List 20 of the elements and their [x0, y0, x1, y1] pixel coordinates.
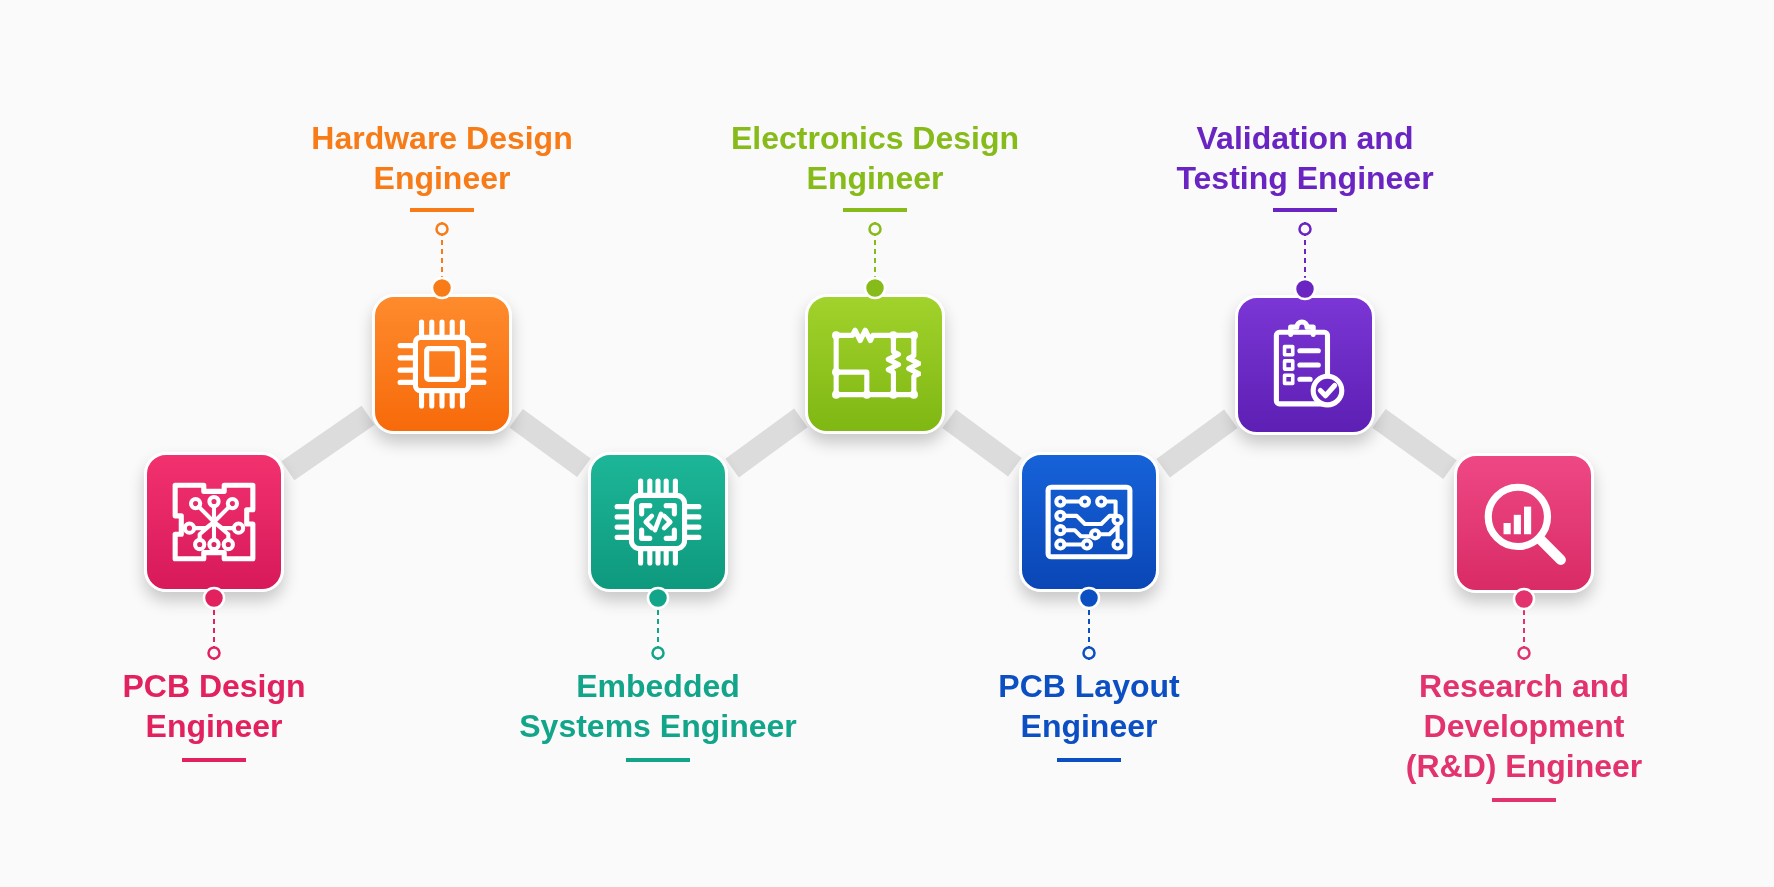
- dashed-connector: [1077, 586, 1101, 661]
- dashed-connector: [1293, 221, 1317, 301]
- connector-band: [942, 409, 1022, 477]
- connector-band: [1372, 409, 1457, 479]
- connector-band: [509, 408, 591, 478]
- icon-tile: [805, 294, 945, 434]
- icon-tile: [372, 294, 512, 434]
- connector-band: [1156, 409, 1238, 478]
- icon-tile: [1235, 295, 1375, 435]
- dashed-connector: [202, 586, 226, 661]
- dashed-connector: [430, 221, 454, 300]
- icon-tile: [1454, 453, 1594, 593]
- connector-band: [281, 405, 375, 481]
- dashed-connector: [646, 586, 670, 661]
- connector-band: [725, 408, 808, 478]
- dashed-connector: [863, 221, 887, 300]
- icon-tile: [1019, 452, 1159, 592]
- icon-tile: [588, 452, 728, 592]
- icon-tile: [144, 452, 284, 592]
- dashed-connector: [1512, 587, 1536, 661]
